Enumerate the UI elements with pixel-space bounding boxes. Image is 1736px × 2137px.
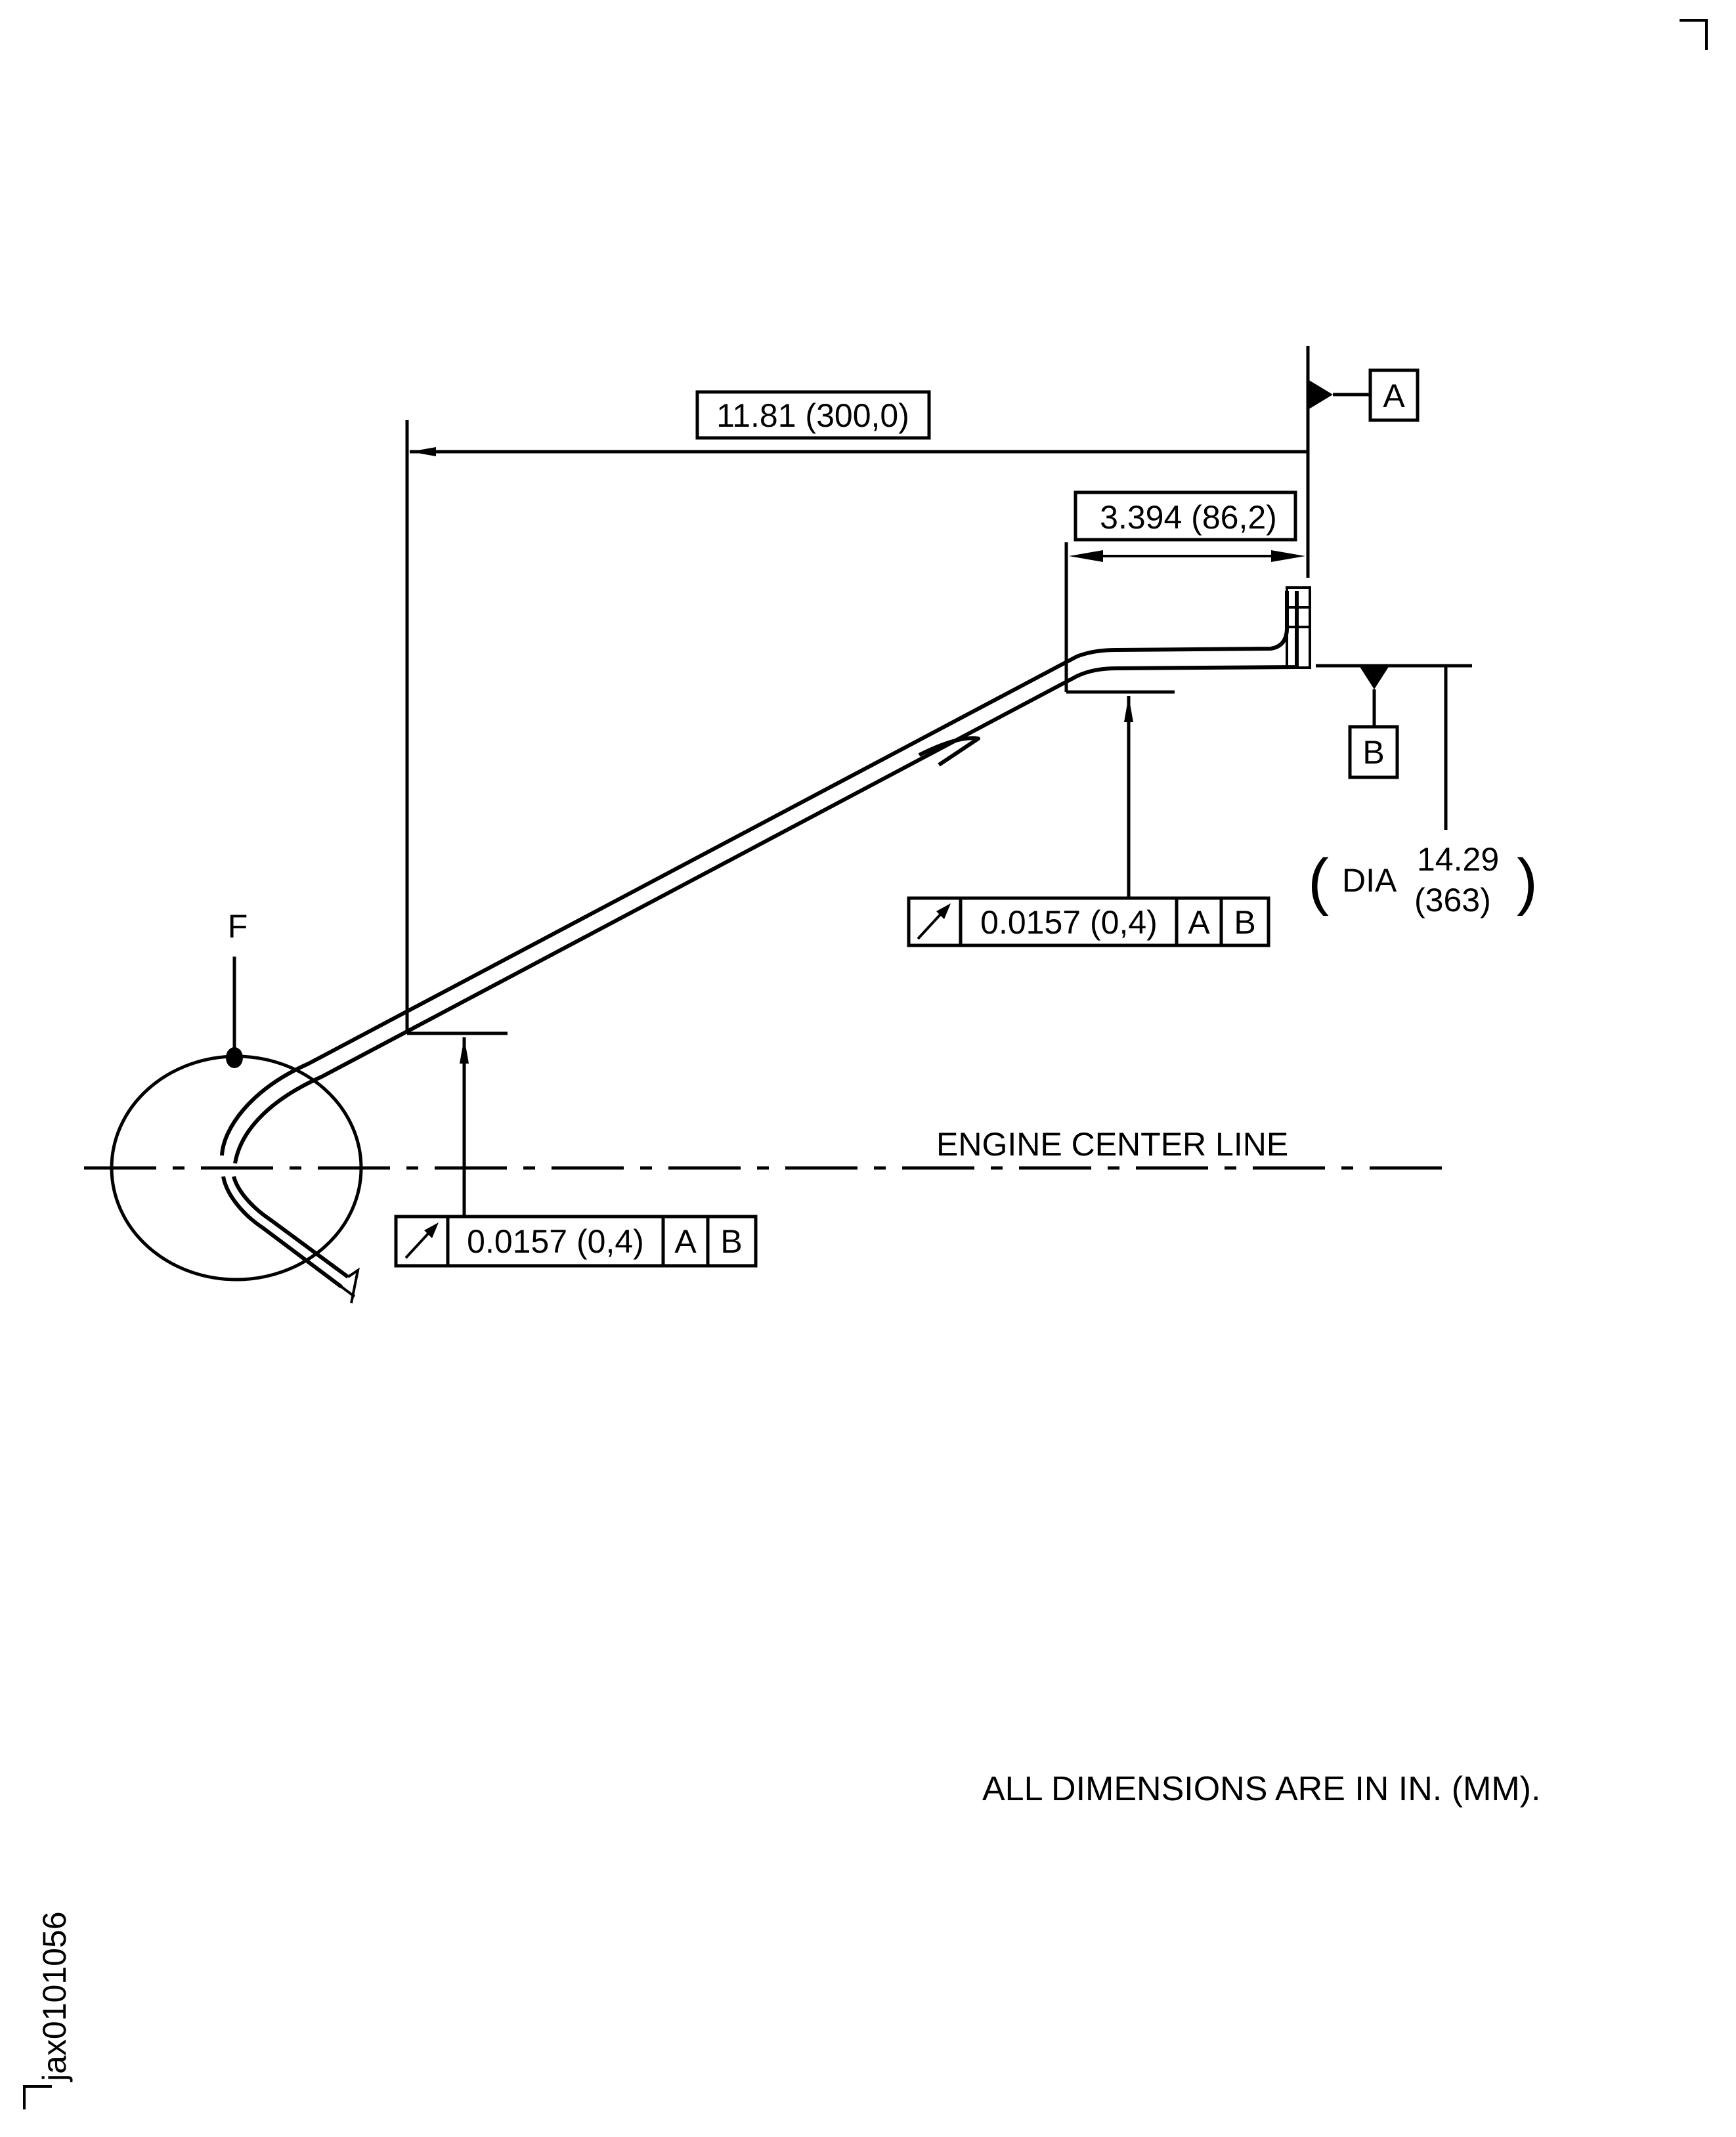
engine-center-line-label: ENGINE CENTER LINE <box>936 1126 1288 1163</box>
corner-mark-bottom-left <box>23 2085 52 2109</box>
corner-mark-top-right <box>1680 19 1708 50</box>
fcf-1-datum-2: B <box>1234 904 1255 941</box>
datum-a-label: A <box>1383 378 1405 414</box>
overall-length-box <box>695 390 931 440</box>
fcf-1-datum-1: A <box>1188 904 1210 941</box>
units-note: ALL DIMENSIONS ARE IN IN. (MM). <box>982 1770 1540 1808</box>
flange-length-value: 3.394 (86,2) <box>1100 499 1277 536</box>
datum-b-triangle <box>1359 666 1389 689</box>
diameter-open-paren: ( <box>1308 846 1329 917</box>
fcf-2-tolerance: 0.0157 (0,4) <box>467 1223 644 1260</box>
flange-length-box <box>1074 490 1297 542</box>
datum-b-label: B <box>1362 734 1384 771</box>
fcf-1-tolerance: 0.0157 (0,4) <box>980 904 1158 941</box>
datum-f-point <box>226 1047 243 1068</box>
flange-length-arrow-left <box>1069 550 1103 562</box>
drawing-id: jax0101056 <box>36 1911 73 2083</box>
datum-f-label: F <box>228 908 248 945</box>
fcf-2-datum-1: A <box>674 1223 697 1260</box>
runout-icon <box>404 1222 439 1259</box>
feature-control-frame-2: 0.0157 (0,4) A B <box>394 1215 758 1268</box>
diameter-prefix: DIA <box>1342 862 1397 899</box>
diameter-inches: 14.29 <box>1417 841 1499 878</box>
feature-control-frame-1: 0.0157 (0,4) A B <box>907 896 1270 947</box>
fcf-2-datum-2: B <box>720 1223 742 1260</box>
diameter-close-paren: ) <box>1517 846 1538 917</box>
runout-icon <box>917 903 951 940</box>
diameter-mm: (363) <box>1414 882 1491 918</box>
tube-part <box>220 586 1311 1304</box>
datum-a-box <box>1368 368 1420 422</box>
datum-b-box <box>1348 725 1399 779</box>
overall-length-value: 11.81 (300,0) <box>716 397 909 434</box>
flange-length-arrow-right <box>1271 550 1305 562</box>
datum-a-triangle <box>1308 379 1333 410</box>
